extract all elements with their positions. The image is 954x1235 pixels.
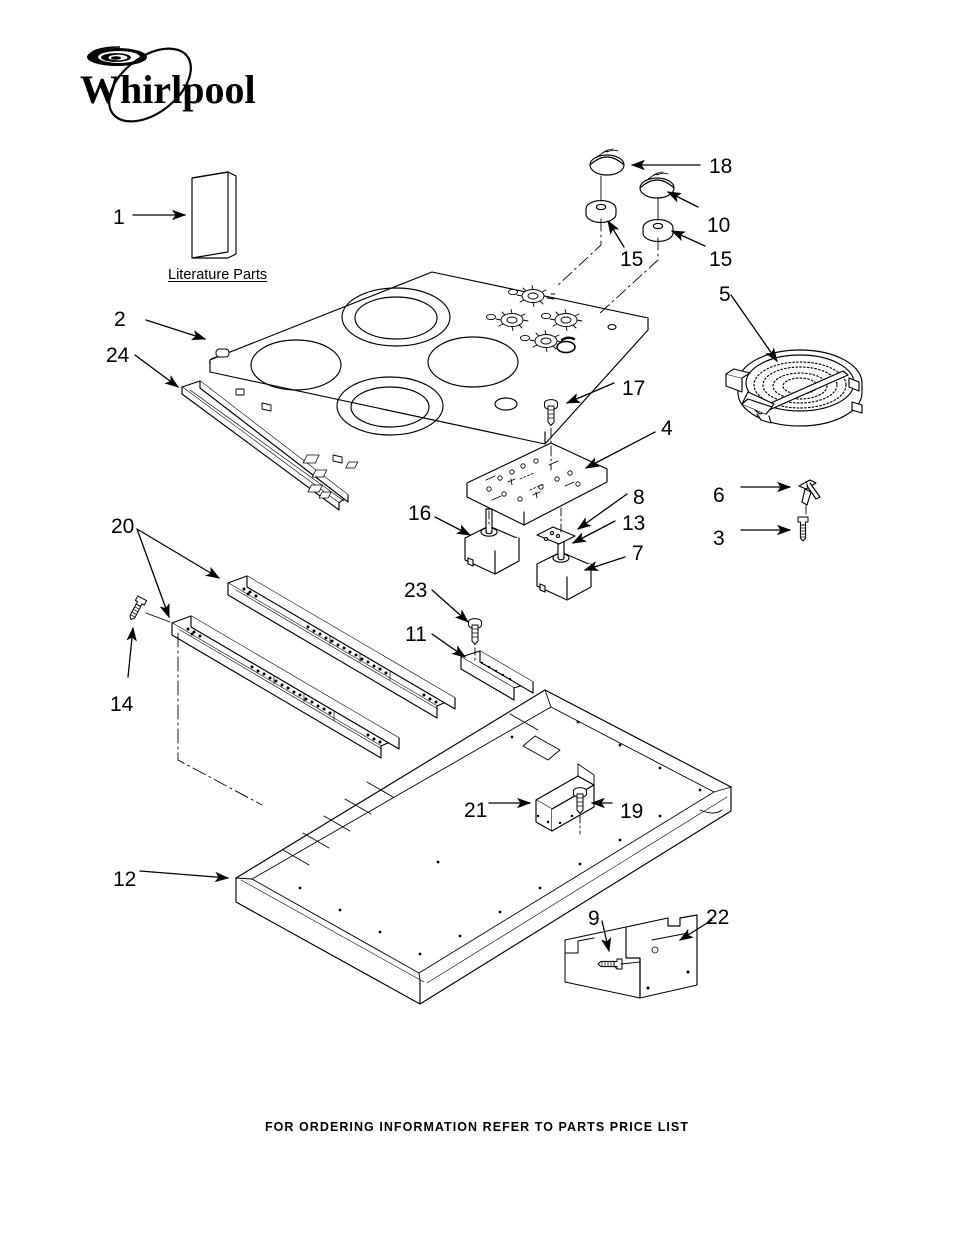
leader-14: [126, 626, 137, 678]
whirlpool-swirl-icon: [87, 46, 147, 66]
callout-3: 3: [713, 527, 725, 550]
leader-20-lower: [136, 528, 170, 619]
infinite-switch-right: [536, 534, 592, 601]
support-rail-upper: [227, 575, 456, 719]
callout-12: 12: [113, 868, 137, 891]
callout-9: 9: [588, 907, 600, 930]
callout-14: 14: [110, 693, 134, 716]
infinite-switch-left: [464, 508, 520, 575]
callout-24: 24: [106, 344, 130, 367]
leader-20-upper: [136, 528, 221, 579]
callout-8: 8: [633, 486, 645, 509]
burner-outline-front-left: [250, 339, 342, 391]
leader-9: [600, 920, 612, 953]
leader-23: [431, 589, 469, 623]
junction-box-bracket: [564, 914, 698, 999]
callout-15-right: 15: [709, 248, 733, 271]
callout-21: 21: [464, 799, 488, 822]
control-knob-cap-lower: [639, 171, 675, 199]
leader-2: [145, 319, 207, 340]
leader-17: [565, 382, 615, 404]
literature-parts-label: Literature Parts: [168, 267, 268, 283]
chassis-base-box: [235, 689, 732, 1005]
assembly-path-right: [599, 237, 659, 314]
burner-outline-front-right: [336, 376, 444, 436]
leader-15-left: [607, 219, 625, 248]
front-trim-strip: [181, 380, 349, 511]
callout-23: 23: [404, 579, 428, 602]
switch-mounting-plate: [536, 526, 576, 545]
radiant-heating-element: [725, 349, 863, 427]
burner-outline-rear-right: [427, 336, 519, 388]
callout-16: 16: [408, 502, 432, 525]
callout-7: 7: [632, 542, 644, 565]
callout-1: 1: [113, 206, 125, 229]
callout-18: 18: [709, 155, 733, 178]
callout-5: 5: [719, 283, 731, 306]
ordering-information-footer: FOR ORDERING INFORMATION REFER TO PARTS …: [264, 1120, 690, 1134]
callout-15-left: 15: [620, 248, 644, 271]
leader-5: [730, 294, 778, 363]
leader-12: [139, 870, 230, 883]
leader-13: [571, 520, 616, 544]
callout-17: 17: [622, 377, 646, 400]
leader-4: [584, 431, 656, 469]
assembly-path-rail: [177, 632, 263, 806]
knob-bezel-washer-left: [585, 200, 617, 223]
cooktop-oval-marking: [494, 397, 518, 411]
control-panel-graphics: [486, 285, 583, 354]
literature-parts-booklet: [191, 171, 237, 259]
bracket-screw: [467, 618, 483, 646]
leader-10: [666, 191, 699, 208]
callout-22: 22: [706, 906, 730, 929]
callout-10: 10: [707, 214, 731, 237]
control-knob-cap-upper: [589, 148, 625, 176]
glass-cooktop-panel: [209, 271, 649, 445]
support-rail-lower: [171, 615, 400, 759]
leader-15-right: [670, 230, 706, 247]
leader-24: [134, 354, 180, 388]
callout-13: 13: [622, 512, 646, 535]
callout-4: 4: [661, 417, 673, 440]
support-rail-screw: [125, 595, 148, 623]
control-board-components: [302, 454, 581, 502]
callout-19: 19: [620, 800, 644, 823]
burner-outline-rear-left: [341, 287, 451, 347]
side-bracket: [460, 650, 534, 701]
wire-clip-bracket: [798, 479, 821, 506]
assembly-path-left: [555, 218, 602, 288]
whirlpool-logo: Whirlpool: [62, 38, 312, 128]
whirlpool-ring-icon: [108, 47, 192, 123]
whirlpool-wordmark: Whirlpool: [80, 67, 256, 112]
leader-8: [576, 493, 628, 530]
callout-20: 20: [111, 515, 135, 538]
control-board: [302, 442, 608, 526]
clip-mounting-screw: [797, 516, 809, 542]
leader-7: [583, 556, 626, 571]
callout-6: 6: [713, 484, 725, 507]
leader-11: [431, 633, 467, 658]
callout-11: 11: [405, 623, 427, 646]
junction-bracket-screw: [597, 958, 623, 970]
leader-16: [434, 516, 472, 536]
leader-22: [678, 919, 713, 941]
callout-2: 2: [114, 308, 126, 331]
